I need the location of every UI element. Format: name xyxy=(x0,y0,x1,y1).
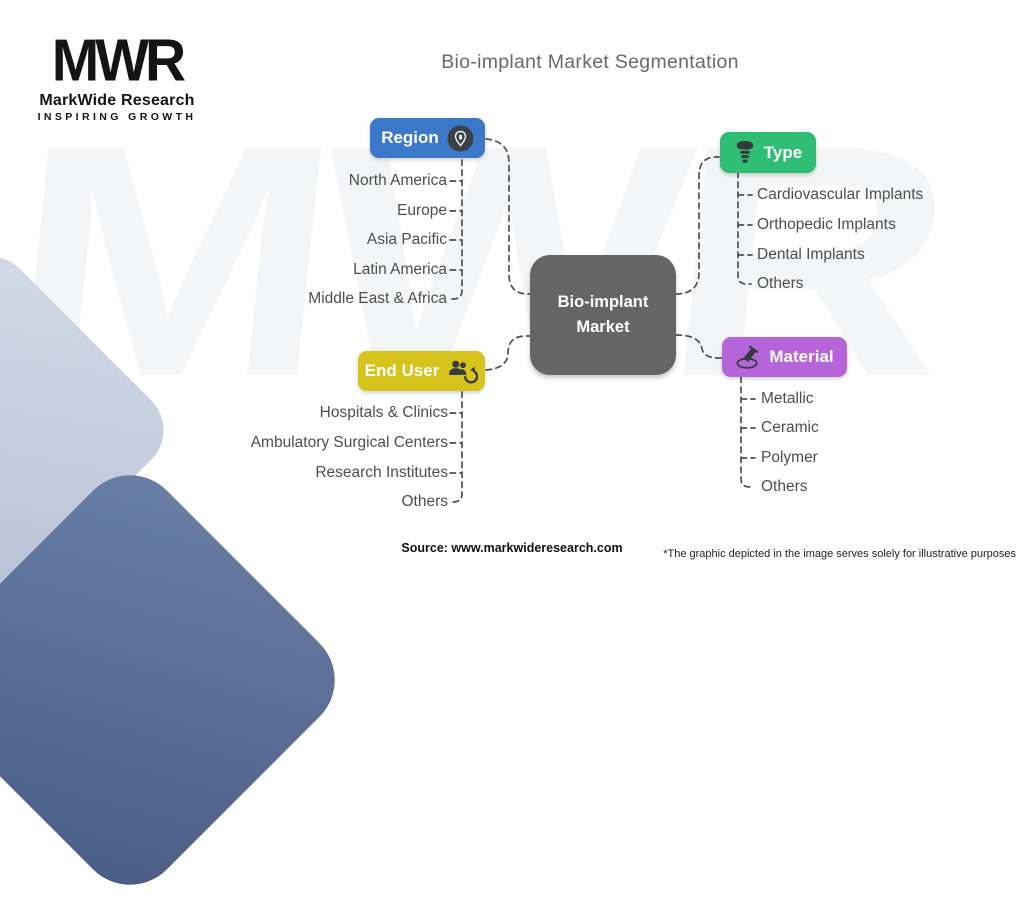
dental-implant-icon xyxy=(734,139,756,166)
central-market-label: Bio-implant Market xyxy=(557,293,649,336)
branch-node-end-user: End User xyxy=(358,351,485,391)
connector-type-spine xyxy=(737,171,752,285)
branch-node-material: Material xyxy=(722,337,847,377)
type-label: Type xyxy=(763,142,803,162)
region-item: Middle East & Africa xyxy=(308,290,447,307)
material-item: Polymer xyxy=(761,449,818,466)
logo-acronym: MWR xyxy=(51,27,186,95)
type-item: Orthopedic Implants xyxy=(757,216,896,233)
end-user-item: Hospitals & Clinics xyxy=(319,404,448,421)
type-item: Cardiovascular Implants xyxy=(757,186,924,203)
connector-enduser-spine xyxy=(449,391,463,503)
material-item: Metallic xyxy=(761,390,814,407)
material-pestle-icon xyxy=(735,344,761,370)
connector-enduser-to-center xyxy=(485,335,532,371)
region-item: Asia Pacific xyxy=(366,231,447,248)
source-text: Source: www.markwideresearch.com xyxy=(401,541,623,555)
type-item: Dental Implants xyxy=(757,246,865,263)
disclaimer-text: *The graphic depicted in the image serve… xyxy=(663,548,1016,560)
logo-name: MarkWide Research xyxy=(39,91,195,109)
region-item: Europe xyxy=(397,202,447,219)
connector-type-to-center xyxy=(675,156,720,295)
material-item: Ceramic xyxy=(761,419,819,436)
region-label: Region xyxy=(381,128,439,147)
users-refresh-icon xyxy=(447,358,479,384)
branch-node-type: Type xyxy=(720,132,816,173)
connector-lines xyxy=(449,138,756,503)
connector-material-to-center xyxy=(675,334,723,359)
region-item: North America xyxy=(348,172,447,189)
connector-region-spine xyxy=(449,159,463,300)
branch-node-region: Region xyxy=(370,118,485,158)
end-user-item: Others xyxy=(401,493,448,510)
type-item: Others xyxy=(757,275,804,292)
material-item: Others xyxy=(761,478,808,495)
central-market-node: Bio-implant Market xyxy=(530,255,676,375)
material-label: Material xyxy=(769,347,834,366)
end-user-label: End User xyxy=(364,361,440,380)
logo-tagline: INSPIRING GROWTH xyxy=(37,110,197,123)
connector-material-spine xyxy=(740,376,755,488)
connector-region-to-center xyxy=(485,138,532,295)
region-item: Latin America xyxy=(353,261,447,278)
end-user-item: Ambulatory Surgical Centers xyxy=(250,434,448,451)
end-user-item: Research Institutes xyxy=(315,464,448,481)
location-pin-icon xyxy=(447,125,474,152)
brand-logo: MWR MarkWide Research INSPIRING GROWTH xyxy=(36,27,198,123)
page-title: Bio-implant Market Segmentation xyxy=(441,51,739,73)
